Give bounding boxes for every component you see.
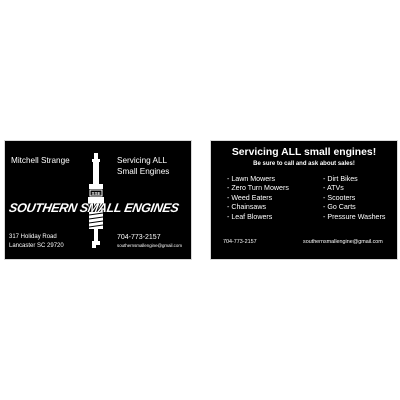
- list-item: - Scooters: [323, 193, 356, 202]
- business-card-back: Servicing ALL small engines! Be sure to …: [210, 140, 398, 260]
- list-item: - Leaf Blowers: [227, 212, 273, 221]
- back-phone-number: 704-773-2157: [223, 239, 257, 245]
- list-item: - Zero Turn Mowers: [227, 184, 289, 193]
- list-item: - Go Carts: [323, 203, 356, 212]
- services-list-right: - Dirt Bikes - ATVs - Scooters - Go Cart…: [323, 175, 385, 222]
- back-email-address: southernsmallengine@gmail.com: [303, 239, 383, 245]
- business-card-front: SSE Mitchell Strange Servicing ALL Small…: [4, 140, 192, 260]
- list-item: - Chainsaws: [227, 203, 267, 212]
- logo-badge-text: SSE: [91, 191, 100, 196]
- service-tagline-line2: Small Engines: [117, 167, 170, 176]
- email-address: southernsmallengine@gmail.com: [117, 243, 182, 248]
- list-item: - Dirt Bikes: [323, 175, 358, 183]
- services-list-left: - Lawn Mowers - Zero Turn Mowers - Weed …: [227, 175, 289, 222]
- address-line1: 317 Holiday Road: [9, 234, 57, 240]
- spark-plug-logo: SSE: [88, 153, 104, 248]
- back-headline: Servicing ALL small engines!: [231, 147, 377, 158]
- list-item: - ATVs: [323, 184, 344, 193]
- list-item: - Pressure Washers: [323, 212, 386, 221]
- owner-name: Mitchell Strange: [11, 156, 70, 165]
- service-tagline-line1: Servicing ALL: [117, 156, 168, 165]
- list-item: - Weed Eaters: [227, 193, 273, 202]
- back-subline: Be sure to call and ask about sales!: [253, 161, 355, 167]
- list-item: - Lawn Mowers: [227, 175, 276, 183]
- address-line2: Lancaster SC 29720: [9, 243, 64, 249]
- phone-number: 704-773-2157: [117, 234, 161, 241]
- brand-name: SOUTHERN SMALL ENGINES: [7, 201, 180, 215]
